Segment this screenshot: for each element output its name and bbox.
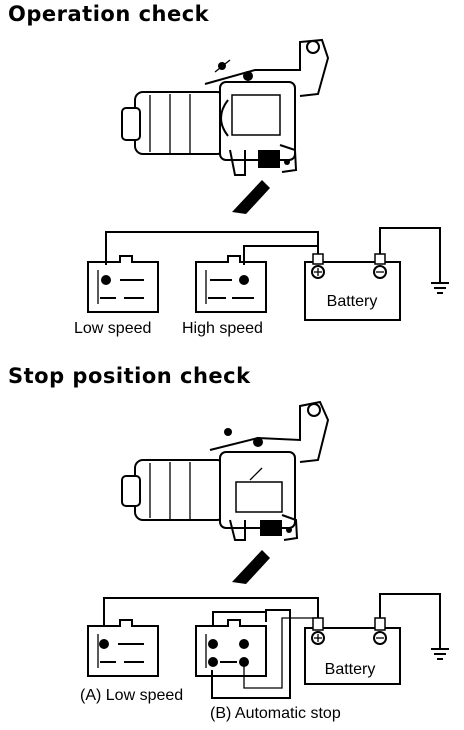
- ground-symbol: [431, 648, 449, 660]
- operation-check-title: Operation check: [8, 2, 210, 26]
- wiper-motor-illustration: [121, 400, 330, 541]
- stop-position-check-diagram: Battery: [87, 400, 449, 699]
- high-speed-label: High speed: [182, 320, 263, 337]
- pointer-arrow: [232, 550, 270, 584]
- a-low-speed-label: (A) Low speed: [80, 687, 184, 704]
- pointer-arrow: [232, 180, 270, 214]
- wiper-motor-illustration: [121, 38, 330, 176]
- battery: Battery: [304, 617, 401, 685]
- battery-label: Battery: [327, 293, 378, 310]
- ground-symbol: [431, 282, 449, 294]
- connector-a-low-speed: [87, 619, 159, 677]
- stop-position-check-title: Stop position check: [8, 364, 251, 388]
- operation-check-diagram: Battery: [87, 38, 449, 321]
- b-automatic-stop-label: (B) Automatic stop: [210, 705, 341, 722]
- connector-b-automatic-stop: [195, 619, 267, 677]
- connector-low-speed: [87, 255, 159, 313]
- wiring: [105, 227, 441, 282]
- battery: Battery: [304, 253, 401, 321]
- low-speed-label: Low speed: [74, 320, 152, 337]
- connector-high-speed: [195, 255, 267, 313]
- wiring: [103, 593, 441, 699]
- battery-label: Battery: [325, 661, 376, 678]
